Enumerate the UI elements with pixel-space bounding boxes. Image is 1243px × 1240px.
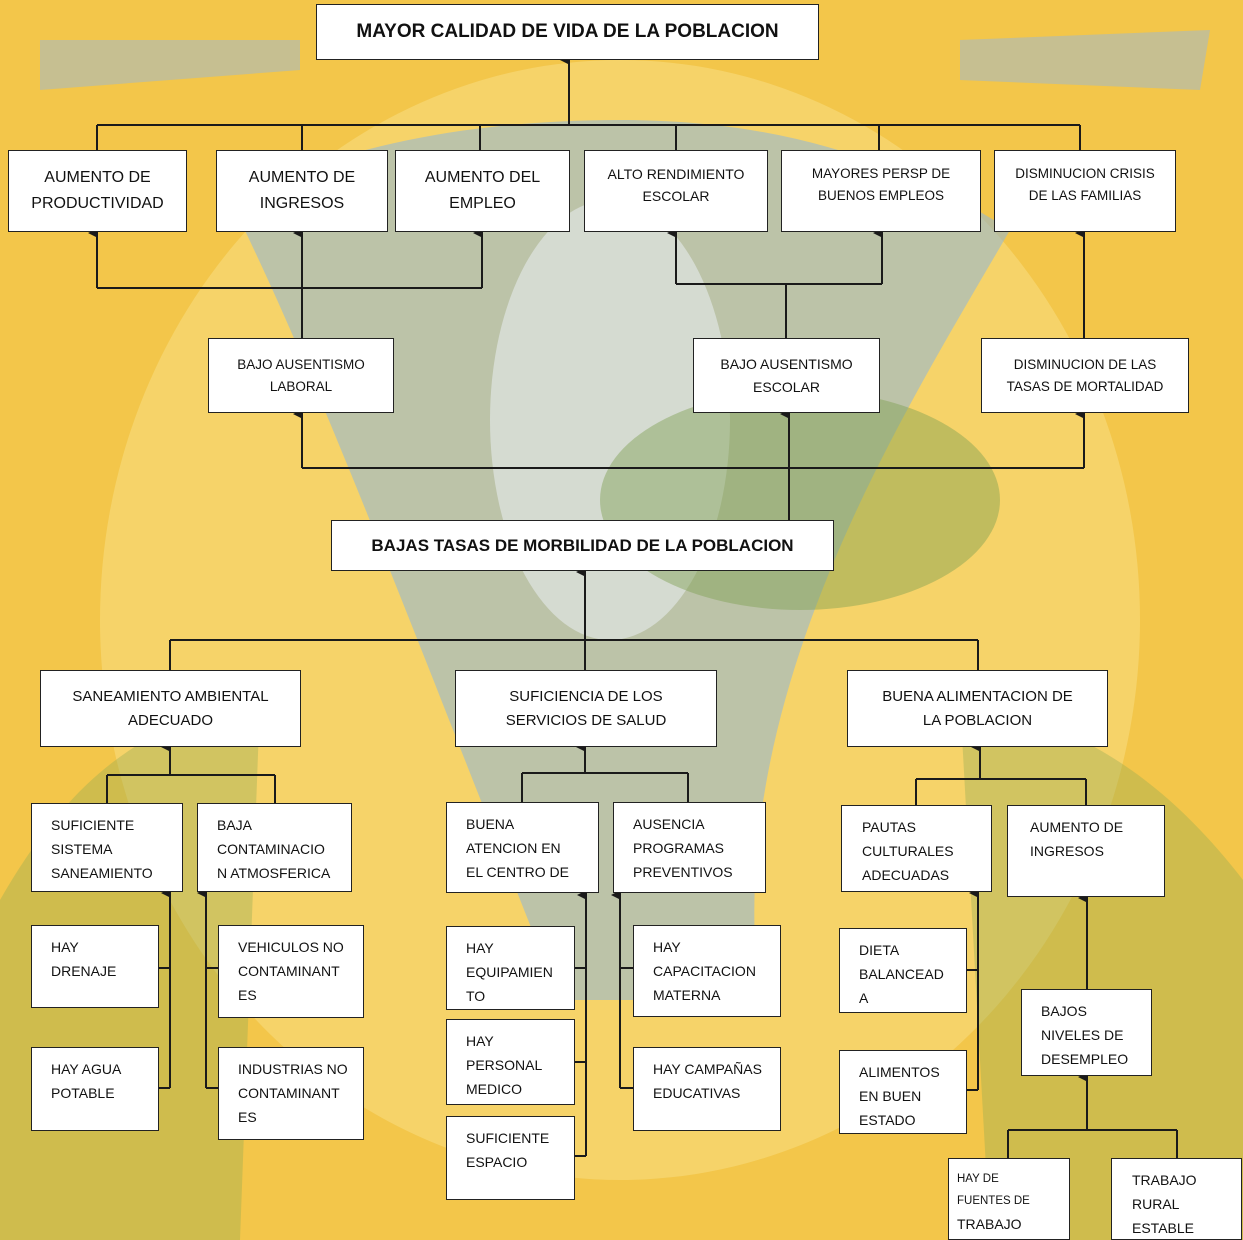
- sub-atencion-label: BUENA ATENCION EN EL CENTRO DE: [466, 816, 569, 880]
- leaf-trabajo-rural: TRABAJO RURAL ESTABLE: [1111, 1158, 1242, 1240]
- outcome-rendimiento-escolar: ALTO RENDIMIENTO ESCOLAR: [584, 150, 768, 232]
- sub-ingresos-label: AUMENTO DE INGRESOS: [1030, 819, 1124, 859]
- intermediate-laboral-label: BAJO AUSENTISMO LABORAL: [237, 354, 365, 397]
- pillar-saneamiento: SANEAMIENTO AMBIENTAL ADECUADO: [40, 670, 301, 747]
- leaf-dieta-label: DIETA BALANCEAD A: [859, 942, 944, 1006]
- leaf-industrias-label: INDUSTRIAS NO CONTAMINANT ES: [238, 1061, 348, 1125]
- leaf-fuentes-line2: FUENTES DE: [957, 1194, 1030, 1207]
- outcome-rendimiento-escolar-label: ALTO RENDIMIENTO ESCOLAR: [607, 166, 745, 205]
- outcome-crisis-familias-label: DISMINUCION CRISIS DE LAS FAMILIAS: [1015, 166, 1155, 203]
- outcome-ingresos: AUMENTO DE INGRESOS: [216, 150, 388, 232]
- leaf-agua: HAY AGUA POTABLE: [31, 1047, 159, 1131]
- leaf-industrias: INDUSTRIAS NO CONTAMINANT ES: [218, 1047, 364, 1140]
- sub-contaminacion: BAJA CONTAMINACIO N ATMOSFERICA: [197, 803, 352, 892]
- intermediate-mortalidad-label: DISMINUCION DE LAS TASAS DE MORTALIDAD: [1006, 356, 1164, 394]
- intermediate-laboral: BAJO AUSENTISMO LABORAL: [208, 338, 394, 413]
- sub-saneamiento: SUFICIENTE SISTEMA SANEAMIENTO: [31, 803, 183, 892]
- leaf-capacitacion: HAY CAPACITACION MATERNA: [633, 925, 781, 1017]
- leaf-espacio-label: SUFICIENTE ESPACIO: [466, 1130, 550, 1170]
- sub-atencion: BUENA ATENCION EN EL CENTRO DE: [446, 802, 599, 893]
- leaf-personal: HAY PERSONAL MEDICO: [446, 1019, 575, 1105]
- pillar-saneamiento-label: SANEAMIENTO AMBIENTAL ADECUADO: [72, 687, 269, 729]
- leaf-drenaje-label: HAY DRENAJE: [51, 939, 117, 979]
- intermediate-escolar-label: BAJO AUSENTISMO ESCOLAR: [720, 356, 853, 395]
- outcome-empleo-label: AUMENTO DEL EMPLEO: [424, 169, 541, 212]
- top-goal-box: MAYOR CALIDAD DE VIDA DE LA POBLACION: [316, 4, 819, 60]
- outcome-buenos-empleos: MAYORES PERSP DE BUENOS EMPLEOS: [781, 150, 981, 232]
- pillar-salud-label: SUFICIENCIA DE LOS SERVICIOS DE SALUD: [505, 687, 667, 729]
- leaf-desempleo: BAJOS NIVELES DE DESEMPLEO: [1021, 989, 1152, 1076]
- leaf-agua-label: HAY AGUA POTABLE: [51, 1061, 122, 1101]
- leaf-alimentos-label: ALIMENTOS EN BUEN ESTADO: [859, 1064, 940, 1128]
- sub-programas: AUSENCIA PROGRAMAS PREVENTIVOS: [613, 802, 766, 893]
- outcome-crisis-familias: DISMINUCION CRISIS DE LAS FAMILIAS: [994, 150, 1176, 232]
- leaf-campanas: HAY CAMPAÑAS EDUCATIVAS: [633, 1047, 781, 1131]
- sub-saneamiento-label: SUFICIENTE SISTEMA SANEAMIENTO: [51, 817, 153, 881]
- pillar-alimentacion-label: BUENA ALIMENTACION DE LA POBLACION: [882, 687, 1073, 729]
- leaf-fuentes-line1: HAY DE: [957, 1173, 999, 1185]
- leaf-trabajo-rural-label: TRABAJO RURAL ESTABLE: [1132, 1172, 1197, 1236]
- leaf-desempleo-label: BAJOS NIVELES DE DESEMPLEO: [1041, 1003, 1129, 1067]
- leaf-dieta: DIETA BALANCEAD A: [839, 928, 967, 1013]
- leaf-campanas-label: HAY CAMPAÑAS EDUCATIVAS: [653, 1061, 762, 1101]
- top-goal-label: MAYOR CALIDAD DE VIDA DE LA POBLACION: [356, 20, 779, 42]
- outcome-ingresos-label: AUMENTO DE INGRESOS: [248, 169, 356, 212]
- intermediate-laboral-text: BAJO AUSENTISMO LABORAL: [237, 356, 365, 394]
- pillar-alimentacion: BUENA ALIMENTACION DE LA POBLACION: [847, 670, 1108, 747]
- sub-pautas-label: PAUTAS CULTURALES ADECUADAS: [862, 819, 954, 883]
- sub-pautas: PAUTAS CULTURALES ADECUADAS: [841, 805, 992, 892]
- leaf-equipamiento: HAY EQUIPAMIEN TO: [446, 926, 575, 1010]
- central-problem-box: BAJAS TASAS DE MORBILIDAD DE LA POBLACIO…: [331, 520, 834, 571]
- sub-contaminacion-label: BAJA CONTAMINACIO N ATMOSFERICA: [217, 817, 331, 881]
- pillar-salud: SUFICIENCIA DE LOS SERVICIOS DE SALUD: [455, 670, 717, 747]
- leaf-capacitacion-label: HAY CAPACITACION MATERNA: [653, 939, 756, 1003]
- leaf-fuentes-line3: TRABAJO: [957, 1215, 1022, 1232]
- outcome-productividad: AUMENTO DE PRODUCTIVIDAD: [8, 150, 187, 232]
- leaf-equipamiento-label: HAY EQUIPAMIEN TO: [466, 940, 553, 1004]
- outcome-buenos-empleos-label: MAYORES PERSP DE BUENOS EMPLEOS: [811, 166, 951, 203]
- outcome-empleo: AUMENTO DEL EMPLEO: [395, 150, 570, 232]
- leaf-alimentos: ALIMENTOS EN BUEN ESTADO: [839, 1050, 967, 1134]
- leaf-vehiculos: VEHICULOS NO CONTAMINANT ES: [218, 925, 364, 1018]
- leaf-drenaje: HAY DRENAJE: [31, 925, 159, 1008]
- leaf-vehiculos-label: VEHICULOS NO CONTAMINANT ES: [238, 939, 344, 1003]
- intermediate-mortalidad: DISMINUCION DE LAS TASAS DE MORTALIDAD: [981, 338, 1189, 413]
- leaf-fuentes-trabajo: HAY DE FUENTES DE TRABAJO: [948, 1158, 1070, 1240]
- leaf-espacio: SUFICIENTE ESPACIO: [446, 1116, 575, 1200]
- intermediate-escolar: BAJO AUSENTISMO ESCOLAR: [693, 338, 880, 413]
- leaf-personal-label: HAY PERSONAL MEDICO: [466, 1033, 543, 1097]
- sub-programas-label: AUSENCIA PROGRAMAS PREVENTIVOS: [633, 816, 733, 880]
- sub-ingresos: AUMENTO DE INGRESOS: [1007, 805, 1165, 897]
- outcome-productividad-label: AUMENTO DE PRODUCTIVIDAD: [31, 169, 164, 212]
- central-problem-label: BAJAS TASAS DE MORBILIDAD DE LA POBLACIO…: [371, 535, 794, 555]
